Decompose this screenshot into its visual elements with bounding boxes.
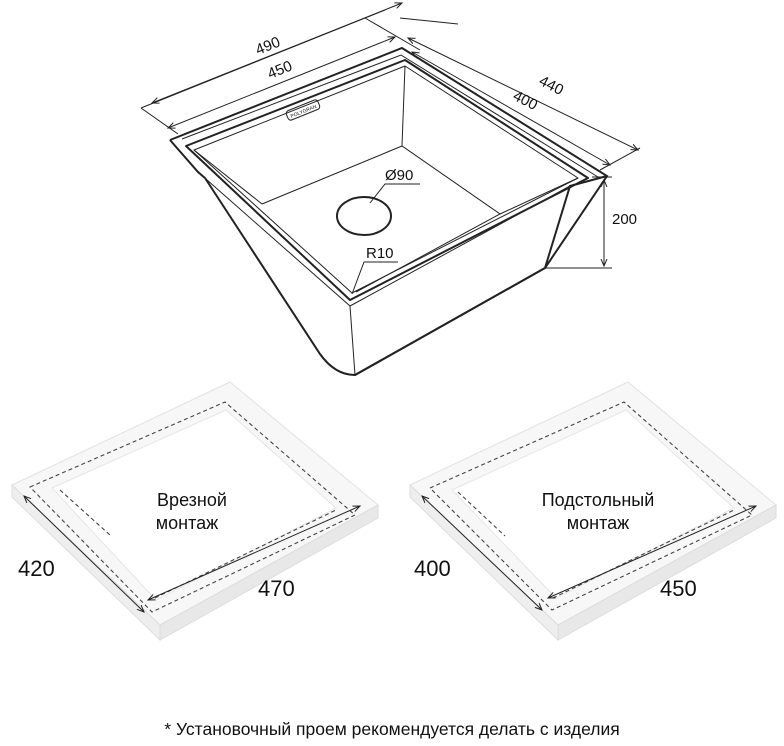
ext-line [140, 107, 179, 135]
dim-200: 200 [612, 211, 637, 228]
mount-under-depth: 400 [414, 556, 451, 581]
dim-arrow-400 [412, 52, 610, 165]
sink-bowl-edges [193, 65, 579, 215]
mount-flush-label-2: монтаж [156, 513, 218, 533]
footnote: * Установочный проем рекомендуется делат… [164, 719, 619, 739]
dim-d90: Ø90 [385, 167, 413, 184]
leader-r10 [351, 261, 398, 295]
drain-hole [336, 196, 392, 236]
dim-arrow-450b [548, 506, 756, 598]
mount-flush-depth: 420 [18, 556, 55, 581]
dim-arrow-470 [148, 506, 360, 600]
sink-rim-inner [181, 54, 599, 178]
dim-arrow-450 [168, 37, 395, 128]
mount-under-diagram: 400 450 Подстольный монтаж [409, 381, 777, 642]
mount-under-label-1: Подстольный [542, 490, 655, 510]
dim-400: 400 [510, 87, 540, 114]
dim-arrow-400b [422, 496, 542, 610]
mount-flush-width: 470 [258, 576, 295, 601]
ext-line [399, 17, 459, 25]
mount-under-width: 450 [660, 576, 697, 601]
dim-arrow-420 [24, 496, 144, 612]
dim-arrow-490 [152, 3, 402, 103]
sink-rim-outer [169, 46, 609, 376]
dim-490: 490 [253, 34, 283, 59]
sink-drawing: POLYGRAN 490 450 440 400 200 Ø90 R10 [140, 3, 641, 377]
dim-r10: R10 [366, 245, 394, 262]
sink-bowl-bottom [261, 145, 501, 293]
leader-d90 [369, 183, 420, 204]
dim-440: 440 [536, 72, 566, 99]
mount-under-label-2: монтаж [567, 513, 629, 533]
ext-line [599, 147, 641, 171]
mount-flush-label-1: Врезной [157, 490, 227, 510]
sink-outer-wall [169, 139, 608, 377]
mount-flush-diagram: 420 470 Врезной монтаж [11, 381, 379, 642]
